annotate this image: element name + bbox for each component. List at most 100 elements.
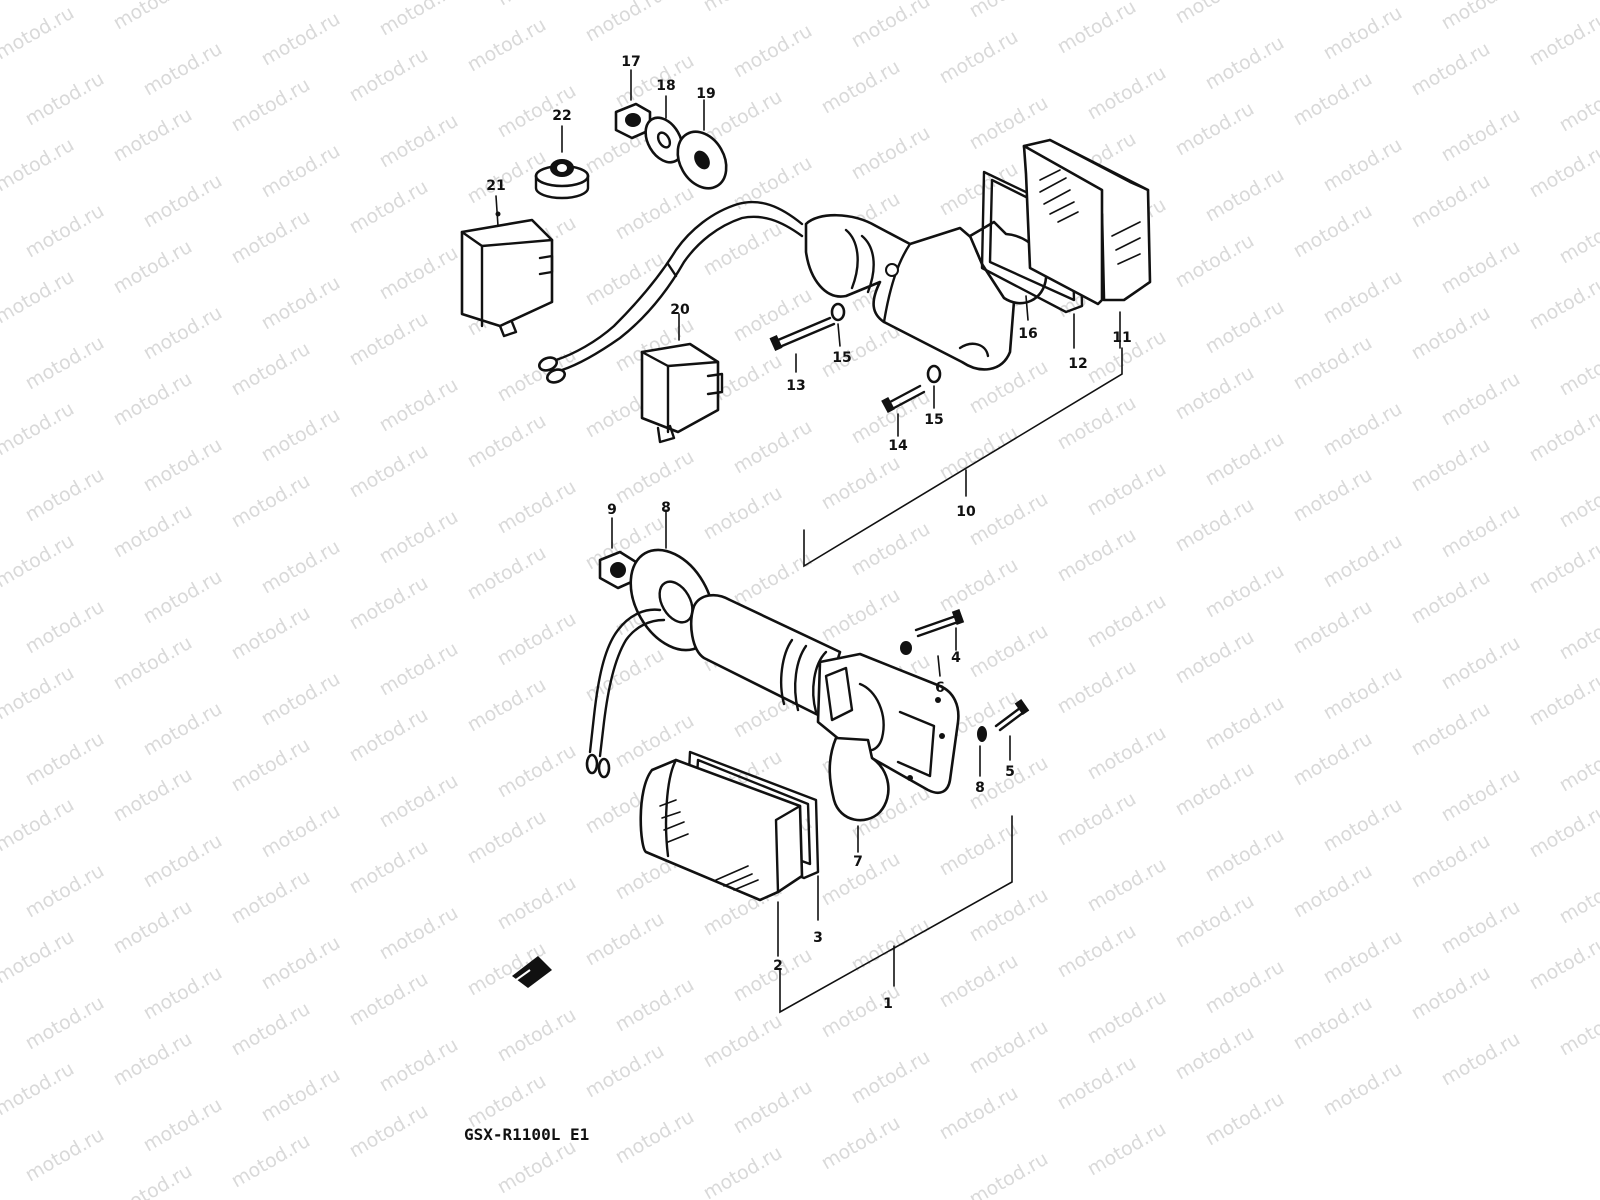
watermark-text: motod.ru — [1290, 200, 1376, 263]
callout-10: 10 — [956, 504, 976, 520]
watermark-text: motod.ru — [1408, 434, 1494, 497]
watermark-text: motod.ru — [22, 1124, 108, 1187]
watermark-text: motod.ru — [1172, 758, 1258, 821]
watermark-text: motod.ru — [612, 446, 698, 509]
watermark-text: motod.ru — [1438, 104, 1524, 167]
watermark-text: motod.ru — [1084, 1118, 1170, 1181]
watermark-text: motod.ru — [258, 140, 344, 203]
rear-turn-signal-assembly — [460, 69, 1152, 568]
model-caption: GSX-R1100L E1 — [464, 1125, 589, 1144]
watermark-text: motod.ru — [1438, 632, 1524, 695]
watermark-text: motod.ru — [1438, 500, 1524, 563]
callout-5: 5 — [1005, 764, 1015, 780]
watermark-text: motod.ru — [228, 74, 314, 137]
watermark-text: motod.ru — [1084, 590, 1170, 653]
watermark-text: motod.ru — [258, 536, 344, 599]
bracket-1 — [779, 815, 1013, 1014]
callout-21: 21 — [486, 178, 505, 194]
watermark-text: motod.ru — [376, 902, 462, 965]
watermark-text: motod.ru — [464, 1070, 550, 1133]
watermark-text: motod.ru — [376, 506, 462, 569]
watermark-text: motod.ru — [494, 476, 580, 539]
watermark-text: motod.ru — [848, 518, 934, 581]
watermark-text: motod.ru — [848, 122, 934, 185]
watermark-text: motod.ru — [1202, 1088, 1288, 1151]
watermark-text: motod.ru — [1408, 830, 1494, 893]
bulb-lower — [828, 736, 890, 853]
watermark-text: motod.ru — [1054, 1052, 1140, 1115]
watermark-text: motod.ru — [0, 398, 78, 461]
watermark-text: motod.ru — [1054, 392, 1140, 455]
watermark-text: motod.ru — [1320, 2, 1406, 65]
watermark-text: motod.ru — [1202, 428, 1288, 491]
watermark-text: motod.ru — [22, 68, 108, 131]
watermark-text: motod.ru — [818, 584, 904, 647]
watermark-text: motod.ru — [1054, 656, 1140, 719]
watermark-text: motod.ru — [1320, 134, 1406, 197]
callout-6: 6 — [935, 680, 945, 696]
watermark-text: motod.ru — [1408, 38, 1494, 101]
watermark-text: motod.ru — [936, 1082, 1022, 1145]
callout-15a: 15 — [832, 350, 851, 366]
watermark-text: motod.ru — [1556, 866, 1600, 929]
watermark-text: motod.ru — [376, 638, 462, 701]
watermark-text: motod.ru — [376, 770, 462, 833]
watermark-text: motod.ru — [464, 542, 550, 605]
watermark-text: motod.ru — [1320, 266, 1406, 329]
callout-9: 9 — [607, 502, 617, 518]
watermark-text: motod.ru — [110, 896, 196, 959]
watermark-text: motod.ru — [730, 20, 816, 83]
watermark-text: motod.ru — [1408, 566, 1494, 629]
callout-13: 13 — [786, 378, 805, 394]
callout-1: 1 — [883, 996, 893, 1012]
watermark-text: motod.ru — [464, 410, 550, 473]
callout-2: 2 — [773, 958, 783, 974]
callout-22: 22 — [552, 108, 571, 124]
callout-14: 14 — [888, 438, 908, 454]
watermark-text: motod.ru — [110, 104, 196, 167]
watermark-text: motod.ru — [0, 794, 78, 857]
watermark-text: motod.ru — [494, 608, 580, 671]
lock-washer-15b — [926, 364, 942, 409]
watermark-text: motod.ru — [228, 734, 314, 797]
watermark-text: motod.ru — [1526, 800, 1600, 863]
lock-washer-15a — [830, 302, 846, 347]
watermark-text: motod.ru — [700, 218, 786, 281]
watermark-text: motod.ru — [1438, 368, 1524, 431]
bulb-upper — [968, 220, 1048, 321]
watermark-text: motod.ru — [936, 422, 1022, 485]
watermark-text: motod.ru — [140, 302, 226, 365]
watermark-text: motod.ru — [0, 530, 78, 593]
watermark-text: motod.ru — [376, 110, 462, 173]
watermark-text: motod.ru — [346, 44, 432, 107]
watermark-text: motod.ru — [612, 974, 698, 1037]
watermark-text: motod.ru — [140, 38, 226, 101]
watermark-text: motod.ru — [1320, 530, 1406, 593]
watermark-text: motod.ru — [346, 836, 432, 899]
callout-12: 12 — [1068, 356, 1087, 372]
screw-13 — [769, 316, 836, 373]
bracket-10 — [803, 347, 1123, 568]
watermark-text: motod.ru — [1202, 956, 1288, 1019]
watermark-text: motod.ru — [1438, 1028, 1524, 1091]
watermark-text: motod.ru — [258, 404, 344, 467]
watermark-text: motod.ru — [700, 482, 786, 545]
watermark-text: motod.ru — [1202, 32, 1288, 95]
turn-signal-lens-lower — [639, 758, 804, 957]
watermark-text: motod.ru — [228, 1130, 314, 1193]
watermark-text: motod.ru — [1556, 470, 1600, 533]
watermark-text: motod.ru — [494, 872, 580, 935]
watermark-text: motod.ru — [966, 620, 1052, 683]
callout-labels: 1 2 3 4 5 6 7 8 8 9 10 11 12 13 14 15 15… — [486, 54, 1131, 1012]
watermark-text: motod.ru — [818, 452, 904, 515]
watermark-text: motod.ru — [110, 368, 196, 431]
watermark-text: motod.ru — [1084, 722, 1170, 785]
grommet — [534, 125, 590, 200]
watermark-text: motod.ru — [1320, 1058, 1406, 1121]
watermark-text: motod.ru — [1172, 0, 1258, 28]
watermark-text: motod.ru — [1202, 560, 1288, 623]
watermark-text: motod.ru — [494, 1136, 580, 1199]
watermark-text: motod.ru — [0, 2, 78, 65]
watermark-text: motod.ru — [1556, 206, 1600, 269]
